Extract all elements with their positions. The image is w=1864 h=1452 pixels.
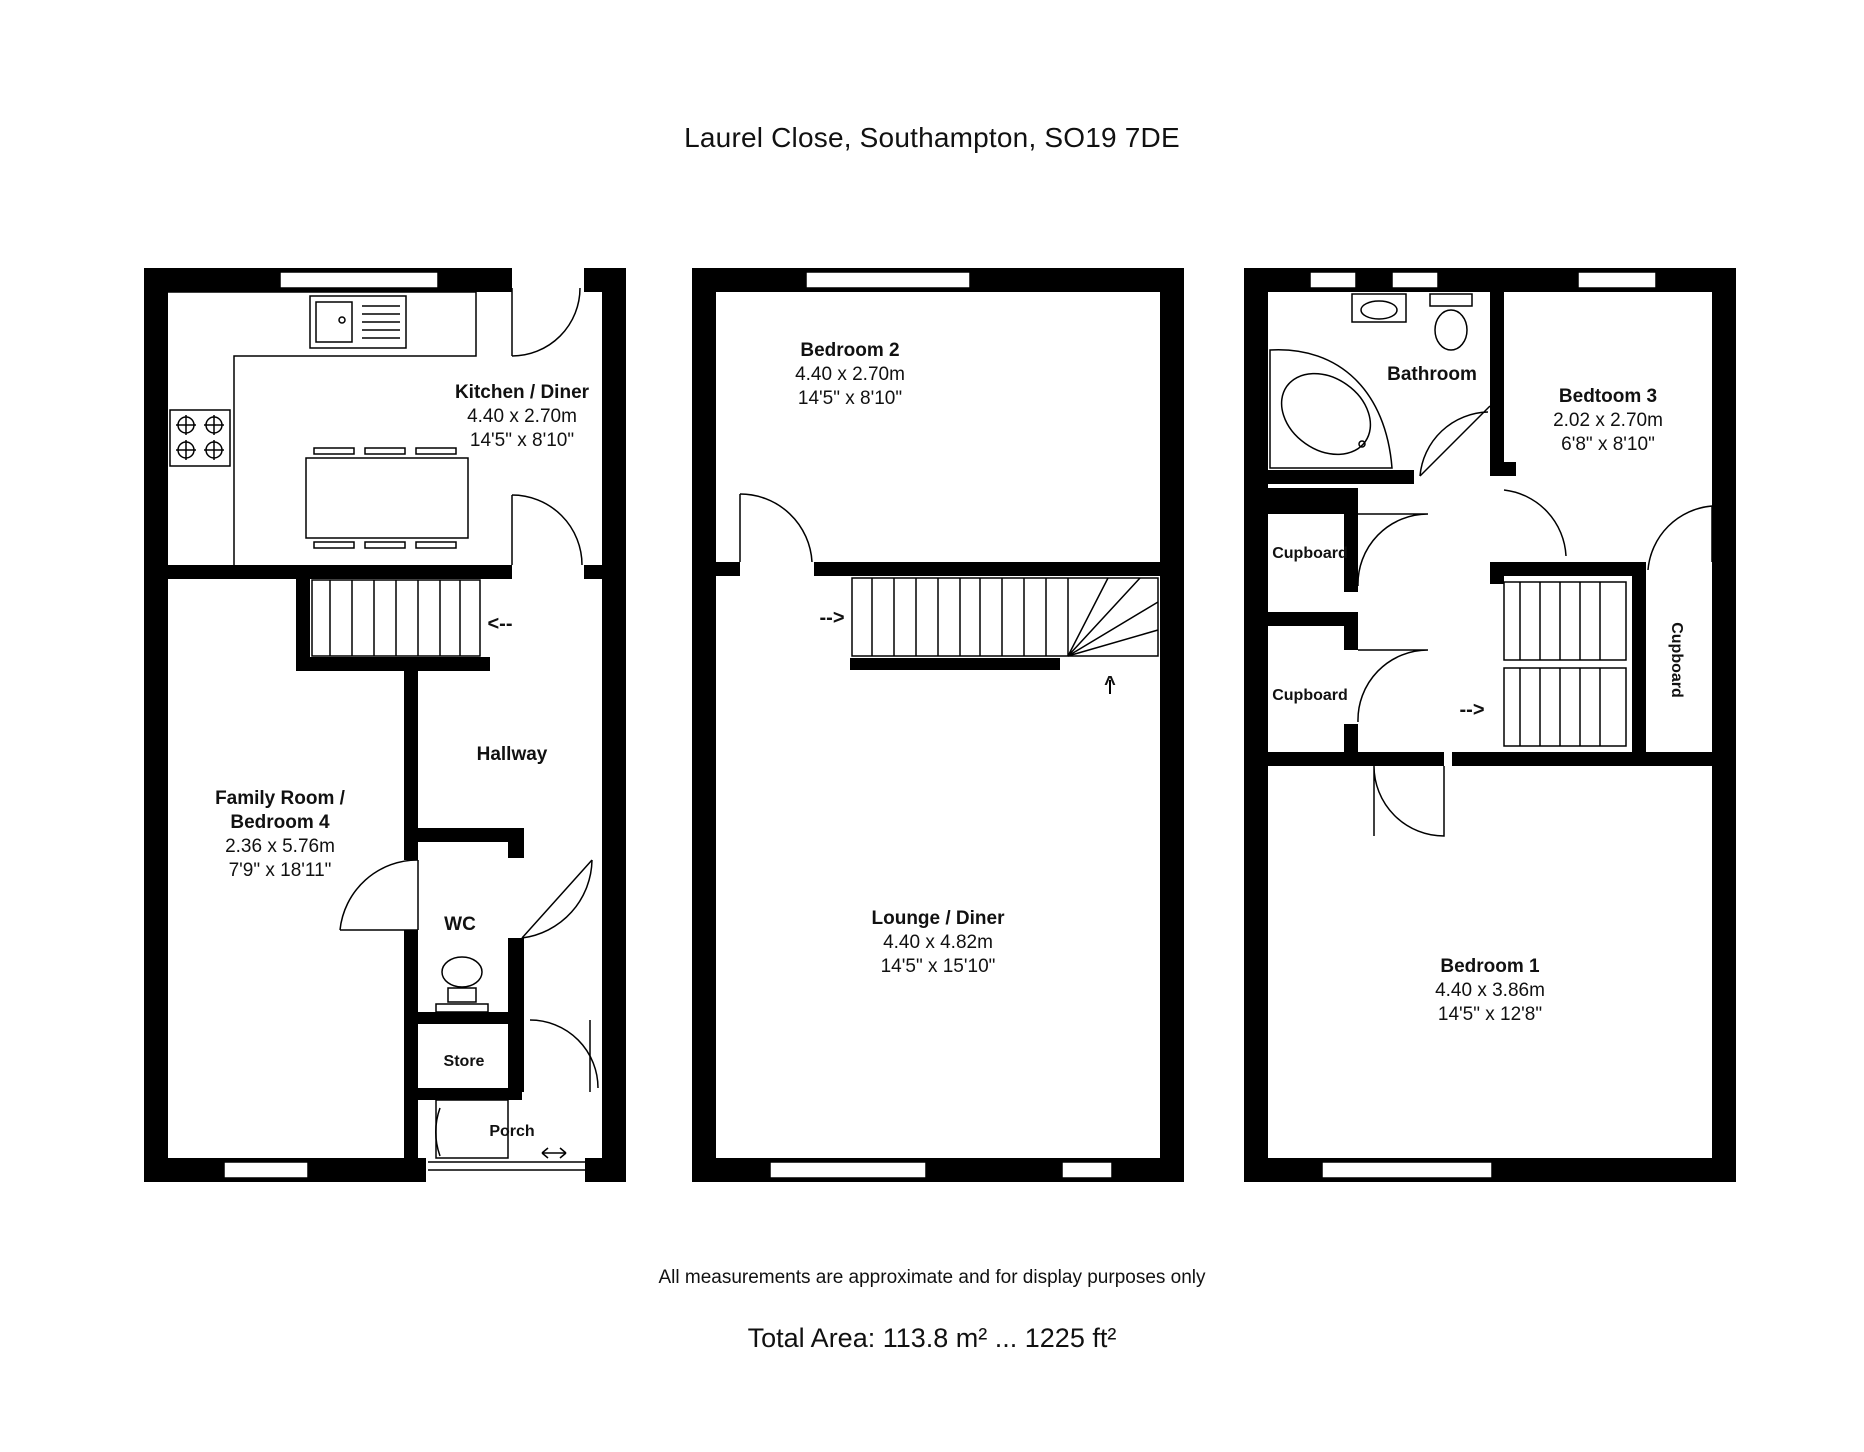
- kitchen-name: Kitchen / Diner: [455, 382, 590, 403]
- window: [1321, 1161, 1493, 1179]
- wall: [418, 1088, 522, 1100]
- disclaimer: All measurements are approximate and for…: [658, 1267, 1206, 1288]
- door-swing: [1647, 505, 1713, 571]
- door-swing: [739, 493, 813, 563]
- staircase: [1503, 581, 1627, 747]
- lounge-metric: 4.40 x 4.82m: [883, 932, 993, 953]
- window: [1061, 1161, 1113, 1179]
- bedroom3-imperial: 6'8" x 8'10": [1561, 434, 1655, 455]
- wall: [1160, 268, 1184, 1182]
- door-swing: [521, 859, 593, 939]
- wall: [296, 579, 310, 671]
- corner-bath: [1269, 349, 1393, 469]
- window: [805, 271, 971, 289]
- sliding-door-arrow: [541, 1147, 567, 1159]
- cupboard-c-name: Cupboard: [1668, 622, 1685, 698]
- staircase: [851, 577, 1159, 657]
- wall: [1344, 626, 1358, 650]
- plan-title: Laurel Close, Southampton, SO19 7DE: [684, 122, 1180, 153]
- toilet: [1429, 293, 1473, 351]
- lounge-name: Lounge / Diner: [872, 908, 1006, 929]
- wall: [602, 268, 626, 1182]
- wall: [585, 1158, 626, 1182]
- wall: [1490, 462, 1516, 476]
- kitchen-metric: 4.40 x 2.70m: [467, 406, 577, 427]
- door-swing: [511, 287, 581, 357]
- wall: [418, 1012, 522, 1024]
- stair-arrow-shaft: [1109, 680, 1111, 694]
- dining-table: [305, 457, 469, 539]
- door-swing: [339, 859, 419, 931]
- porch-name: Porch: [489, 1123, 534, 1140]
- kitchen-imperial: 14'5" x 8'10": [470, 430, 574, 451]
- wall: [1268, 488, 1344, 514]
- window: [1391, 271, 1439, 289]
- door-swing: [1419, 411, 1489, 477]
- wall: [1344, 488, 1358, 592]
- wall: [508, 828, 524, 858]
- wall: [1244, 268, 1268, 1182]
- door-swing: [1503, 489, 1567, 557]
- cupboard-b-name: Cupboard: [1272, 687, 1348, 704]
- stair-arrow: <--: [488, 613, 513, 635]
- store-name: Store: [444, 1053, 485, 1070]
- bathroom-name: Bathroom: [1387, 364, 1477, 385]
- wc-name: WC: [444, 914, 476, 935]
- wall: [1268, 470, 1414, 484]
- family-name-line1: Family Room /: [215, 788, 346, 809]
- wall: [1268, 612, 1358, 626]
- hallway-name: Hallway: [477, 744, 548, 765]
- family-name-line2: Bedroom 4: [230, 812, 330, 833]
- wall: [1632, 562, 1646, 752]
- door-swing: [511, 494, 583, 566]
- second-floor-plan: Bathroom Bedtoom 3 2.02 x 2.70m 6'8" x 8…: [1244, 268, 1736, 1182]
- first-floor-plan: Bedroom 2 4.40 x 2.70m 14'5" x 8'10" -->…: [692, 268, 1184, 1182]
- wall: [144, 268, 168, 1182]
- window: [1309, 271, 1357, 289]
- stair-arrow: -->: [1460, 699, 1485, 721]
- wall: [1490, 576, 1504, 584]
- bedroom2-metric: 4.40 x 2.70m: [795, 364, 905, 385]
- window: [769, 1161, 927, 1179]
- wall: [1268, 752, 1444, 766]
- stair-arrow: -->: [820, 607, 845, 629]
- wall: [168, 565, 602, 579]
- bedroom3-metric: 2.02 x 2.70m: [1553, 410, 1663, 431]
- wall: [296, 657, 490, 671]
- ground-floor-plan: Kitchen / Diner 4.40 x 2.70m 14'5" x 8'1…: [144, 268, 626, 1182]
- hob: [169, 409, 231, 467]
- basin: [1351, 293, 1407, 323]
- bedroom1-name: Bedroom 1: [1440, 956, 1540, 977]
- bedroom1-imperial: 14'5" x 12'8": [1438, 1004, 1542, 1025]
- bedroom3-name: Bedtoom 3: [1559, 386, 1657, 407]
- window: [223, 1161, 309, 1179]
- cupboard-a-name: Cupboard: [1272, 545, 1348, 562]
- wall: [850, 658, 1060, 670]
- wall: [1712, 268, 1736, 1182]
- total-area: Total Area: 113.8 m² ... 1225 ft²: [747, 1323, 1117, 1353]
- wall: [404, 828, 524, 842]
- wall: [1452, 752, 1712, 766]
- window: [1577, 271, 1657, 289]
- family-metric: 2.36 x 5.76m: [225, 836, 335, 857]
- bedroom1-metric: 4.40 x 3.86m: [1435, 980, 1545, 1001]
- staircase: [311, 579, 481, 657]
- wall: [692, 268, 716, 1182]
- wall: [1490, 292, 1504, 476]
- sink: [309, 295, 407, 349]
- bedroom2-imperial: 14'5" x 8'10": [798, 388, 902, 409]
- wall: [716, 562, 1160, 576]
- wall: [1490, 562, 1640, 576]
- lounge-imperial: 14'5" x 15'10": [881, 956, 996, 977]
- window: [279, 271, 439, 289]
- family-imperial: 7'9" x 18'11": [229, 860, 332, 881]
- worktop: [168, 291, 477, 565]
- bedroom2-name: Bedroom 2: [800, 340, 899, 361]
- toilet: [435, 956, 489, 1013]
